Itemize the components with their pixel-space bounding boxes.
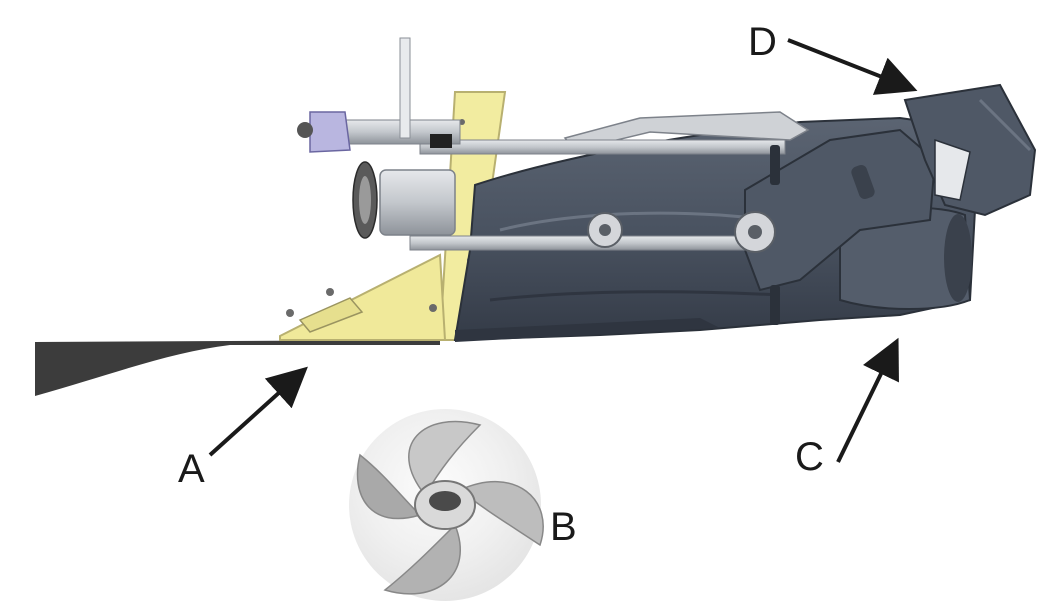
callout-arrows xyxy=(208,38,918,463)
bearing-housing xyxy=(352,161,456,239)
arrow-c xyxy=(836,337,899,463)
steering-bracket xyxy=(744,128,937,292)
callout-label-a: A xyxy=(178,447,205,491)
drive-shaft xyxy=(297,37,461,153)
callout-label-b: B xyxy=(550,505,577,549)
arrow-a xyxy=(208,366,308,457)
tie-rods xyxy=(409,139,786,251)
callout-label-c: C xyxy=(795,435,824,479)
arrow-d xyxy=(787,38,918,95)
impeller xyxy=(349,409,544,601)
hull-bottom xyxy=(35,340,440,396)
housing-discs xyxy=(587,211,776,253)
steering-nozzle xyxy=(839,206,972,310)
reverse-bucket xyxy=(903,83,1037,217)
callout-label-d: D xyxy=(748,20,777,64)
flange-studs xyxy=(770,145,780,325)
